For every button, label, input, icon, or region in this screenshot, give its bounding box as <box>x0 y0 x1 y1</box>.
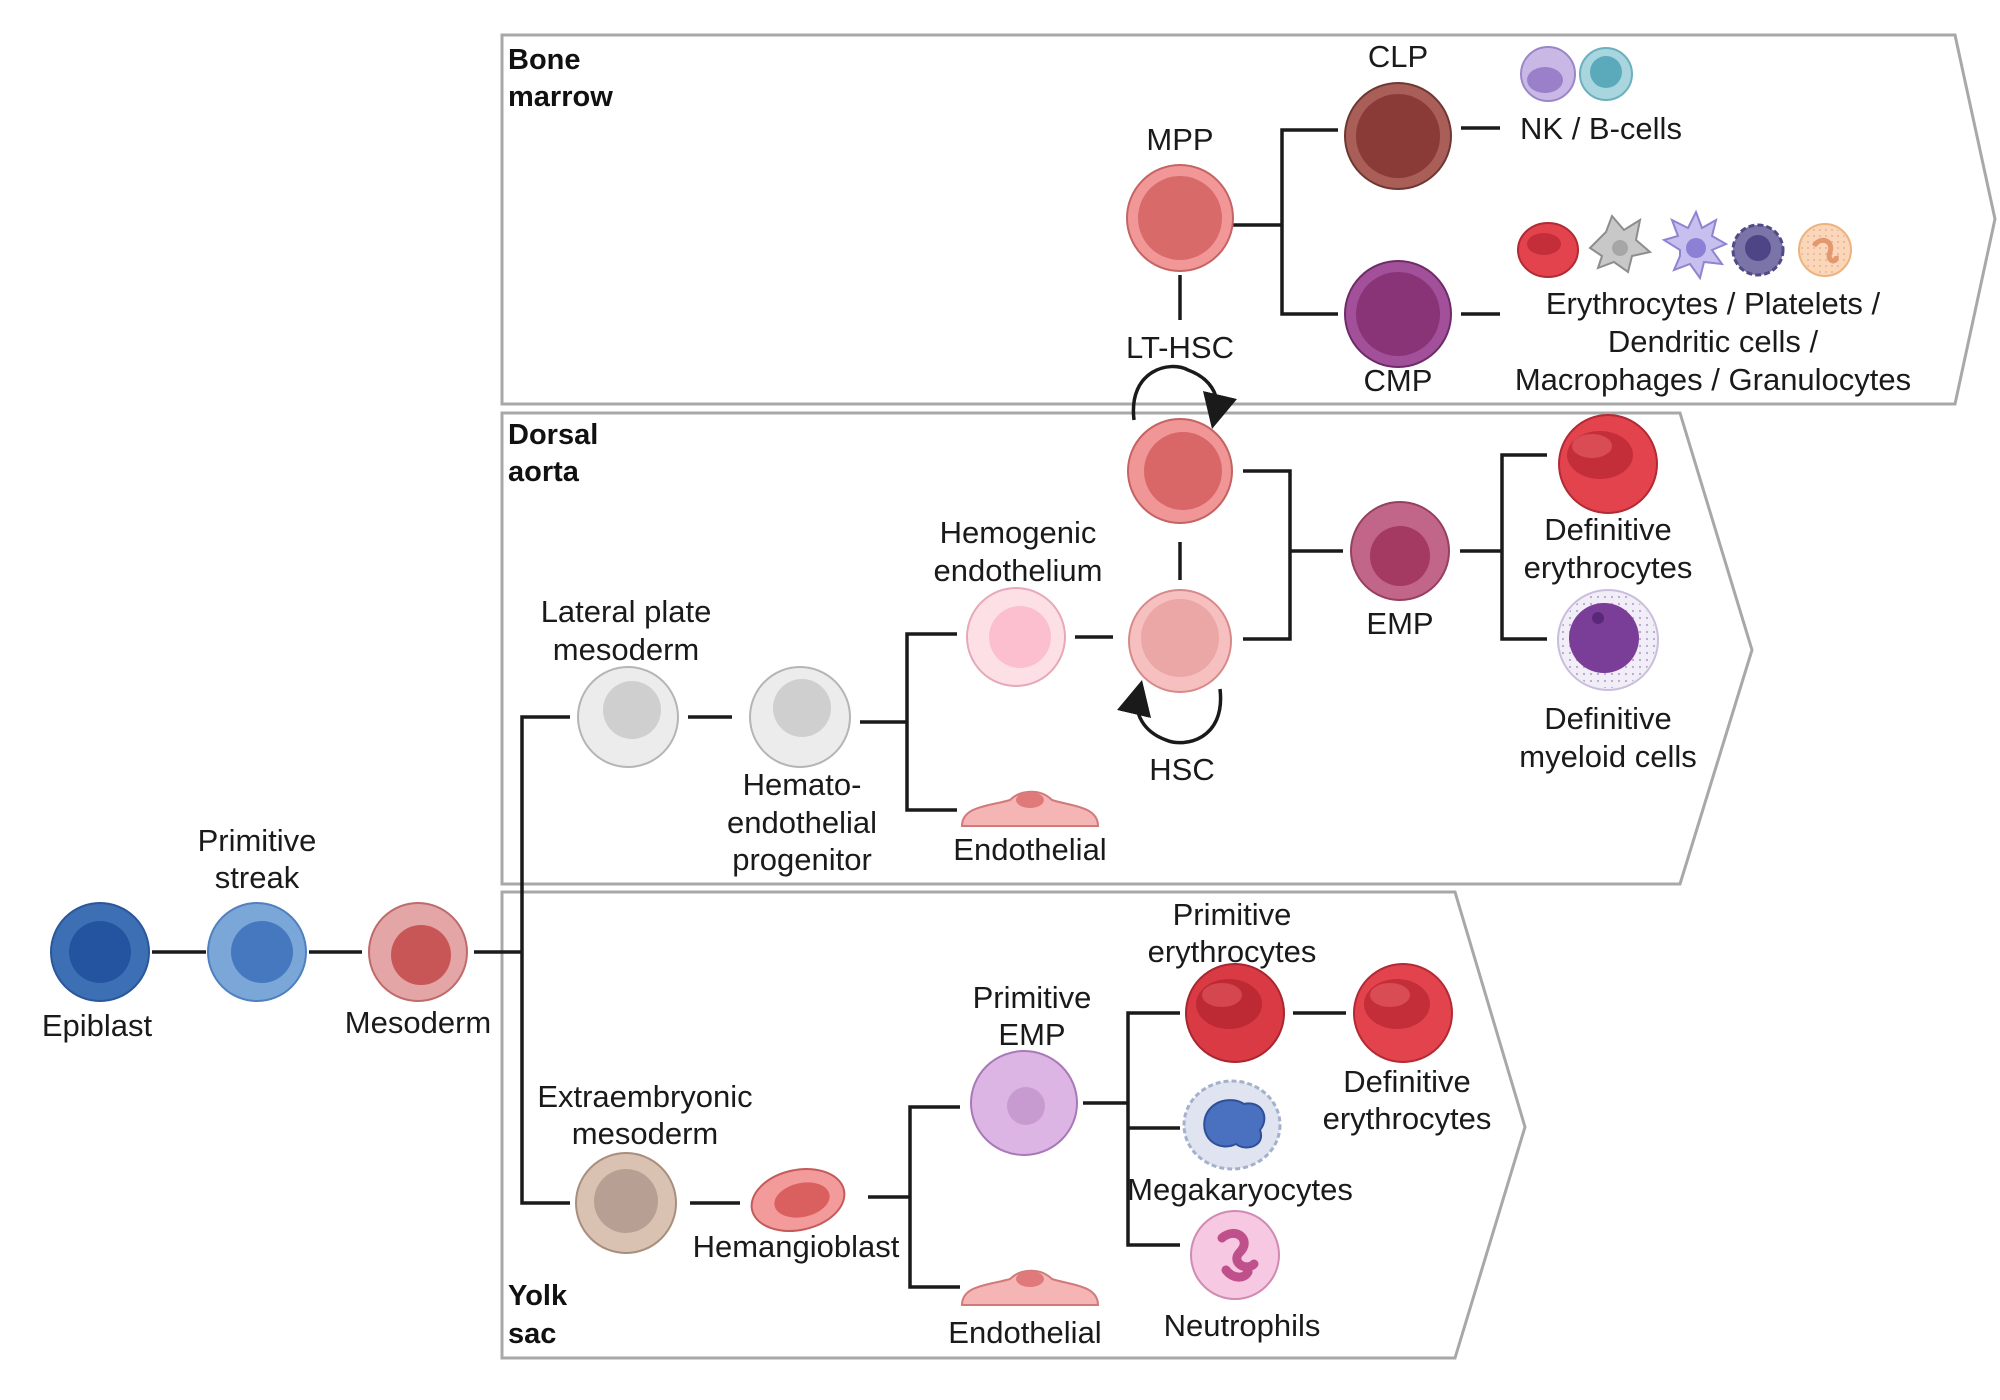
cmp-cell <box>1344 260 1452 368</box>
mesoderm-cell <box>368 902 468 1002</box>
platelet-icon <box>1588 214 1653 274</box>
label-endothelial-da: Endothelial <box>953 832 1106 867</box>
label-megakaryocytes: Megakaryocytes <box>1127 1172 1353 1207</box>
megakaryocyte-cell <box>1182 1079 1282 1171</box>
label-mesoderm: Mesoderm <box>345 1005 491 1040</box>
dendritic-cell-icon <box>1661 209 1729 281</box>
hemangioblast-cell <box>750 1168 846 1232</box>
label-cmp: CMP <box>1364 363 1433 398</box>
hemato-endothelial-progenitor-cell <box>749 666 851 768</box>
label-neutrophils: Neutrophils <box>1164 1308 1321 1343</box>
label-emp: EMP <box>1366 606 1433 641</box>
epiblast-cell <box>50 902 150 1002</box>
mpp-cell <box>1126 164 1234 272</box>
label-clp: CLP <box>1368 39 1428 74</box>
hsc-cell <box>1128 589 1232 693</box>
b-cell-icon <box>1579 47 1633 101</box>
neutrophil-cell <box>1190 1210 1280 1300</box>
panel-bone-marrow <box>500 33 1997 406</box>
primitive-erythrocyte-cell <box>1185 963 1285 1063</box>
connector-lines <box>152 126 1547 1289</box>
primitive-streak-cell <box>207 902 307 1002</box>
clp-cell <box>1344 82 1452 190</box>
label-epiblast: Epiblast <box>42 1008 153 1043</box>
label-endothelial-ys: Endothelial <box>948 1315 1101 1350</box>
lt-hsc-cell <box>1127 418 1233 524</box>
label-hemangioblast: Hemangioblast <box>693 1229 900 1264</box>
extraembryonic-mesoderm-cell <box>575 1152 677 1254</box>
label-bone-marrow-myeloid: Erythrocytes / Platelets /Dendritic cell… <box>1515 286 1911 397</box>
definitive-myeloid-cell <box>1557 589 1659 691</box>
nk-cell-icon <box>1520 46 1576 102</box>
granulocyte-icon <box>1798 223 1852 277</box>
endothelial-cell-dorsal-aorta <box>960 790 1100 827</box>
lateral-plate-mesoderm-cell <box>577 666 679 768</box>
emp-cell <box>1350 501 1450 601</box>
label-hsc: HSC <box>1149 752 1214 787</box>
hemogenic-endothelium-cell <box>966 587 1066 687</box>
macrophage-icon <box>1731 223 1785 277</box>
endothelial-cell-yolk-sac <box>960 1269 1100 1306</box>
label-mpp: MPP <box>1146 122 1213 157</box>
erythrocyte-icon <box>1517 222 1579 278</box>
lt-hsc-self-renewal-arrow <box>1131 364 1238 430</box>
hsc-self-renewal-arrow <box>1116 679 1223 745</box>
label-lt-hsc: LT-HSC <box>1126 330 1234 365</box>
definitive-erythrocyte-cell-da <box>1558 414 1658 514</box>
definitive-erythrocyte-cell-ys <box>1353 963 1453 1063</box>
primitive-emp-cell <box>970 1050 1078 1156</box>
label-nk-b-cells: NK / B-cells <box>1520 111 1682 146</box>
